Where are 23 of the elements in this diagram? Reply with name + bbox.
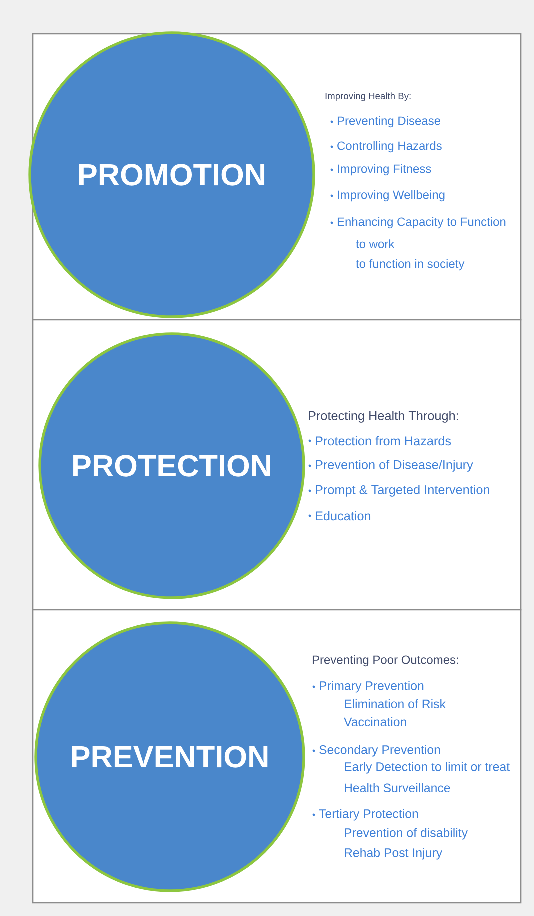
list-item: Prompt & Targeted Intervention (308, 485, 490, 497)
list-item: Protection from Hazards (308, 436, 452, 446)
list-item: Education (308, 511, 371, 521)
list-item: Controlling Hazards (330, 141, 442, 153)
list-item: Secondary Prevention (312, 745, 440, 757)
list-item: Tertiary Protection (312, 809, 418, 821)
heading-text: Preventing Poor Outcomes: (312, 655, 458, 667)
list-item: Preventing Disease (330, 116, 440, 128)
sub-item: Elimination of Risk (345, 699, 446, 709)
list-item: Primary Prevention (312, 681, 424, 693)
list-item: Improving Wellbeing (330, 190, 445, 202)
sub-item: to work (356, 240, 395, 248)
list-item: Enhancing Capacity to Function (330, 217, 506, 229)
sub-item: Vaccination (344, 717, 406, 727)
sub-item: to function in society (356, 259, 465, 271)
sub-item: Health Surveillance (345, 783, 450, 793)
list-item: Prevention of Disease/Injury (308, 460, 474, 472)
sub-item: Rehab Post Injury (345, 848, 442, 860)
sub-item: Early Detection to limit or treat (345, 762, 510, 774)
sub-item: Prevention of disability (345, 828, 468, 840)
heading-text: Improving Health By: (326, 92, 411, 102)
heading-text: Protecting Health Through: (309, 411, 458, 423)
list-item: Improving Fitness (330, 164, 432, 176)
